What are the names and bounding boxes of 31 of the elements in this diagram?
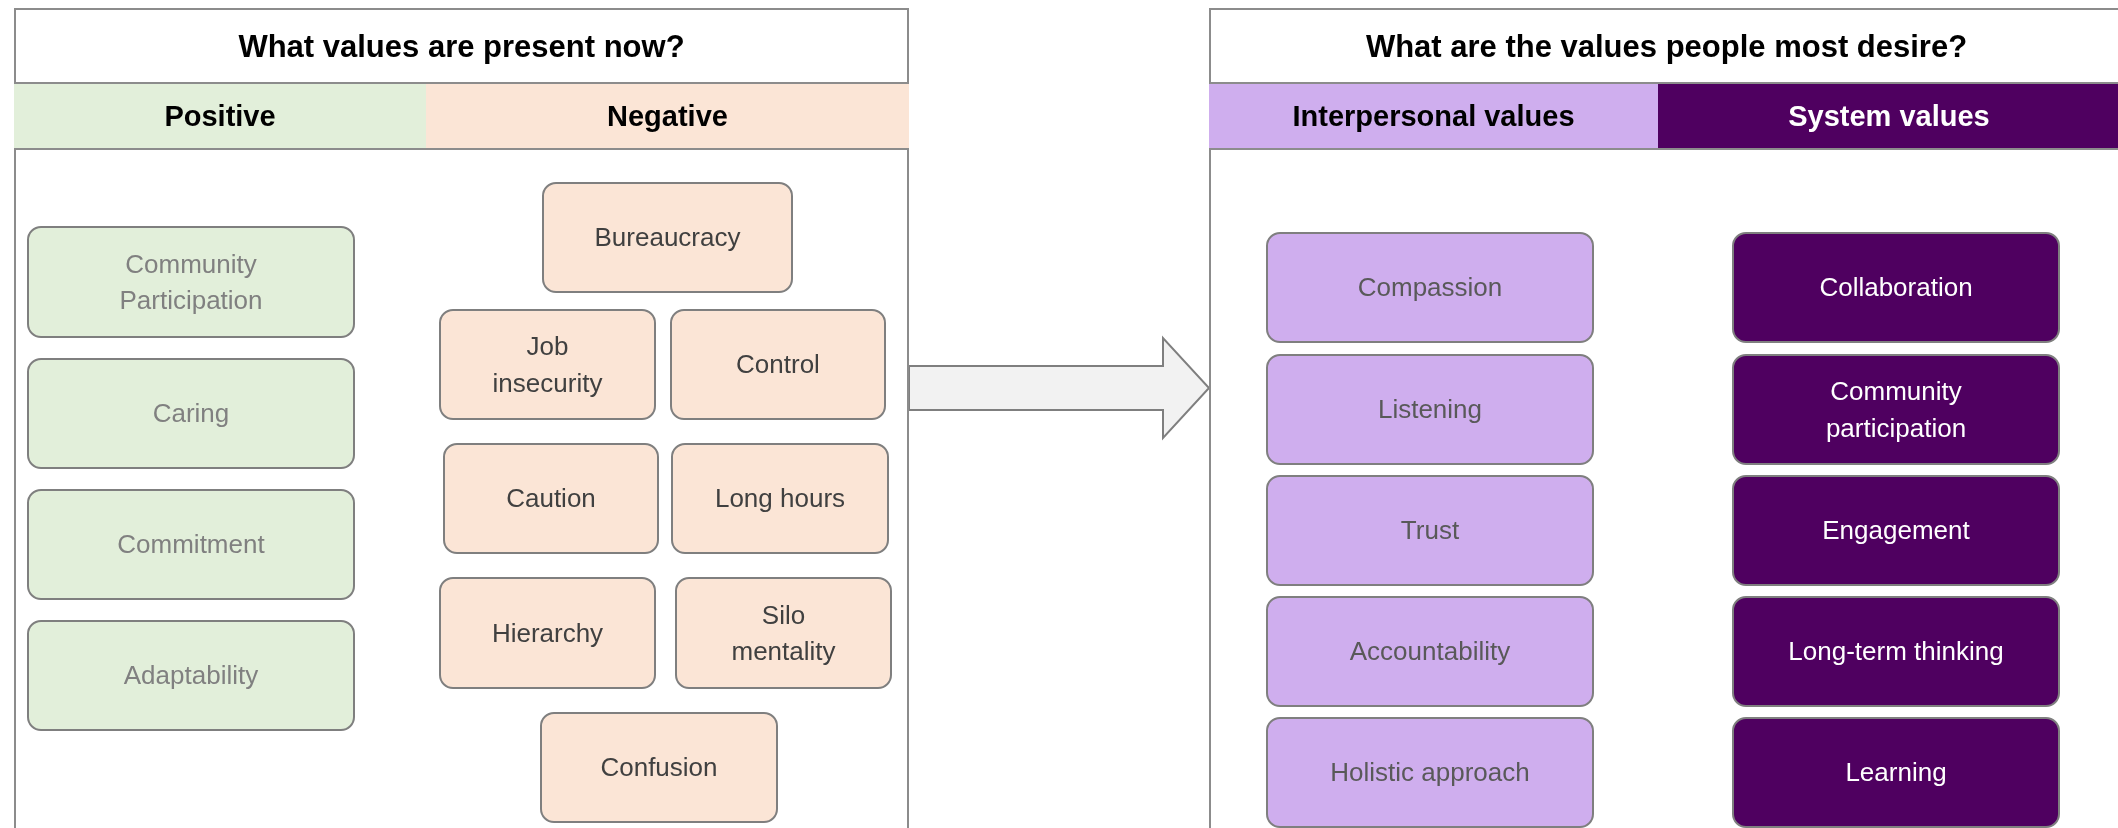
value-box: Community Participation	[27, 226, 355, 338]
value-box: Confusion	[540, 712, 778, 823]
panel-frame	[14, 8, 909, 828]
value-box: Trust	[1266, 475, 1594, 586]
panel-frame	[1209, 8, 2118, 828]
value-box: Community participation	[1732, 354, 2060, 465]
value-box: Learning	[1732, 717, 2060, 828]
value-box: Adaptability	[27, 620, 355, 731]
column-header: Negative	[426, 82, 909, 150]
panel-title: What values are present now?	[237, 28, 686, 66]
value-box: Caution	[443, 443, 659, 554]
value-box: Bureaucracy	[542, 182, 793, 293]
column-header: System values	[1658, 82, 2118, 150]
value-box: Compassion	[1266, 232, 1594, 343]
column-header: Positive	[14, 82, 426, 150]
value-box: Commitment	[27, 489, 355, 600]
value-box: Silo mentality	[675, 577, 892, 689]
value-box: Holistic approach	[1266, 717, 1594, 828]
value-box: Job insecurity	[439, 309, 656, 420]
value-box: Control	[670, 309, 886, 420]
value-box: Long hours	[671, 443, 889, 554]
column-header: Interpersonal values	[1209, 82, 1658, 150]
value-box: Accountability	[1266, 596, 1594, 707]
value-box: Listening	[1266, 354, 1594, 465]
value-box: Caring	[27, 358, 355, 469]
value-box: Engagement	[1732, 475, 2060, 586]
panel-title: What are the values people most desire?	[1364, 28, 1969, 66]
value-box: Long-term thinking	[1732, 596, 2060, 707]
value-box: Collaboration	[1732, 232, 2060, 343]
block-arrow	[908, 335, 1211, 441]
value-box: Hierarchy	[439, 577, 656, 689]
